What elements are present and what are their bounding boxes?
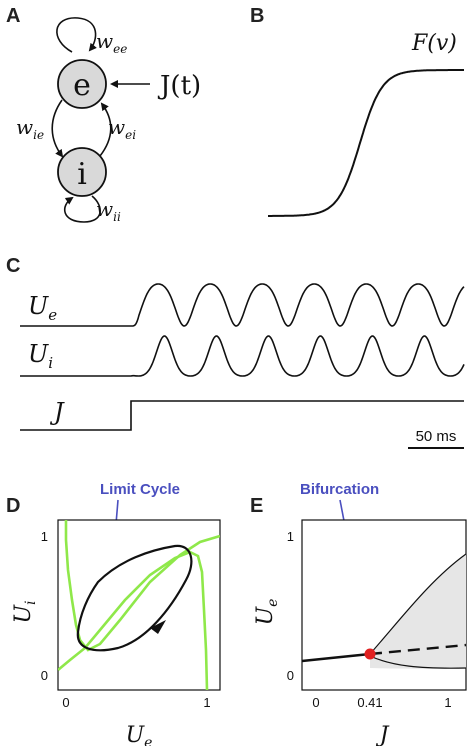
self-loop-ee-arrow (56, 17, 97, 53)
bif-y-tick-1: 1 (287, 529, 294, 544)
ui-trace-label: Ui (28, 340, 53, 372)
panel-e: E Bifurcation 0 0.41 1 0 1 J Ue (250, 481, 467, 746)
j-step-trace (20, 400, 464, 431)
w-ei-label: wei (108, 115, 136, 142)
node-e-label: e (73, 68, 91, 103)
unstable-branch (369, 643, 467, 656)
bif-y-tick-0: 0 (287, 668, 294, 683)
j-trace-label: J (49, 398, 65, 426)
panel-a: A wee e J(t) wie wei i wii (6, 5, 201, 224)
limit-cycle-curve (76, 544, 193, 652)
phase-plane-frame (57, 519, 221, 691)
arrow-e-to-i (51, 99, 64, 158)
arrow-i-to-e (99, 102, 112, 157)
phase-y-tick-1: 1 (41, 529, 48, 544)
bif-x-tick-041: 0.41 (357, 695, 382, 710)
ue-trace-label: Ue (28, 292, 57, 324)
w-ie-label: wie (16, 115, 44, 142)
panel-b: B F(v) (250, 5, 464, 217)
panel-a-label: A (6, 5, 20, 27)
phase-x-tick-1: 1 (203, 695, 210, 710)
panel-d: D Limit Cycle 0 1 0 1 Ue Ui (6, 481, 221, 746)
bif-x-tick-0: 0 (312, 695, 319, 710)
ui-trace (20, 335, 465, 377)
phase-y-label: Ui (11, 600, 39, 623)
self-loop-ii-arrow (63, 195, 101, 223)
bifurcation-point (364, 648, 376, 660)
panel-e-label: E (250, 495, 263, 517)
sigmoid-curve (268, 69, 464, 217)
bifurcation-annotation: Bifurcation (300, 481, 379, 498)
node-i (57, 147, 107, 197)
bif-x-label: J (376, 723, 390, 746)
ue-trace (20, 283, 465, 327)
panel-c: C Ue Ui J 50 ms (6, 255, 465, 449)
limit-cycle-direction-arrow (150, 620, 166, 634)
phase-y-tick-0: 0 (41, 668, 48, 683)
limit-cycle-annotation: Limit Cycle (100, 481, 180, 498)
phase-x-label: Ue (126, 723, 153, 746)
cycle-min-branch (369, 655, 467, 669)
panel-c-label: C (6, 255, 20, 277)
input-label: J(t) (157, 71, 201, 101)
cycle-max-branch (369, 553, 467, 655)
oscillation-region (370, 554, 466, 669)
transfer-label: F(v) (411, 31, 457, 56)
bif-y-label: Ue (253, 599, 281, 626)
node-e (57, 59, 107, 109)
stable-branch (301, 652, 371, 663)
phase-x-tick-0: 0 (62, 695, 69, 710)
panel-d-label: D (6, 495, 20, 517)
panel-b-label: B (250, 5, 264, 27)
w-ee-label: wee (96, 29, 127, 56)
w-ii-label: wii (96, 197, 121, 224)
bif-x-tick-1: 1 (444, 695, 451, 710)
node-i-label: i (77, 157, 87, 192)
scale-bar-label: 50 ms (416, 428, 457, 445)
